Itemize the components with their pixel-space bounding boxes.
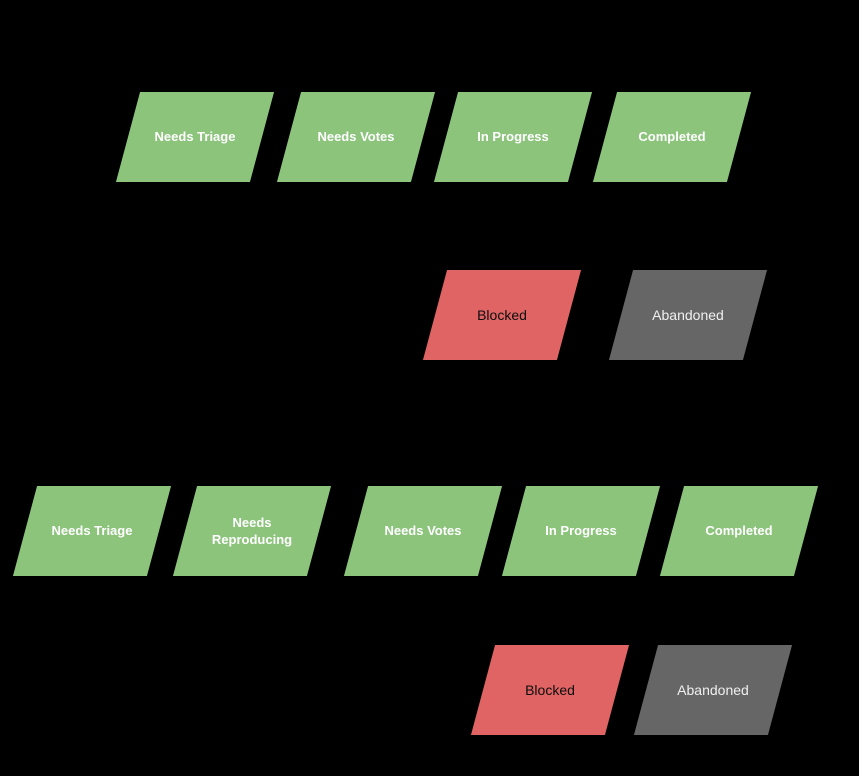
node-label: Needs Reproducing <box>211 514 293 547</box>
node-in-progress[interactable]: In Progress <box>501 486 661 576</box>
node-needs-votes[interactable]: Needs Votes <box>276 92 436 182</box>
node-label: Blocked <box>477 306 527 323</box>
node-completed[interactable]: Completed <box>592 92 752 182</box>
node-abandoned[interactable]: Abandoned <box>608 270 768 360</box>
node-label: Completed <box>705 523 773 539</box>
node-label: Needs Votes <box>384 523 462 539</box>
node-label: In Progress <box>545 523 617 539</box>
node-label: Needs Votes <box>317 129 395 145</box>
node-needs-votes[interactable]: Needs Votes <box>343 486 503 576</box>
node-needs-triage[interactable]: Needs Triage <box>115 92 275 182</box>
node-label: Abandoned <box>677 681 749 698</box>
node-completed[interactable]: Completed <box>659 486 819 576</box>
node-label: Blocked <box>525 681 575 698</box>
node-label: In Progress <box>477 129 549 145</box>
node-needs-reproducing[interactable]: Needs Reproducing <box>172 486 332 576</box>
node-needs-triage[interactable]: Needs Triage <box>12 486 172 576</box>
node-label: Needs Triage <box>154 129 236 145</box>
node-blocked[interactable]: Blocked <box>470 645 630 735</box>
node-in-progress[interactable]: In Progress <box>433 92 593 182</box>
node-label: Needs Triage <box>51 523 133 539</box>
node-abandoned[interactable]: Abandoned <box>633 645 793 735</box>
node-label: Abandoned <box>652 306 724 323</box>
node-label: Completed <box>638 129 706 145</box>
node-blocked[interactable]: Blocked <box>422 270 582 360</box>
